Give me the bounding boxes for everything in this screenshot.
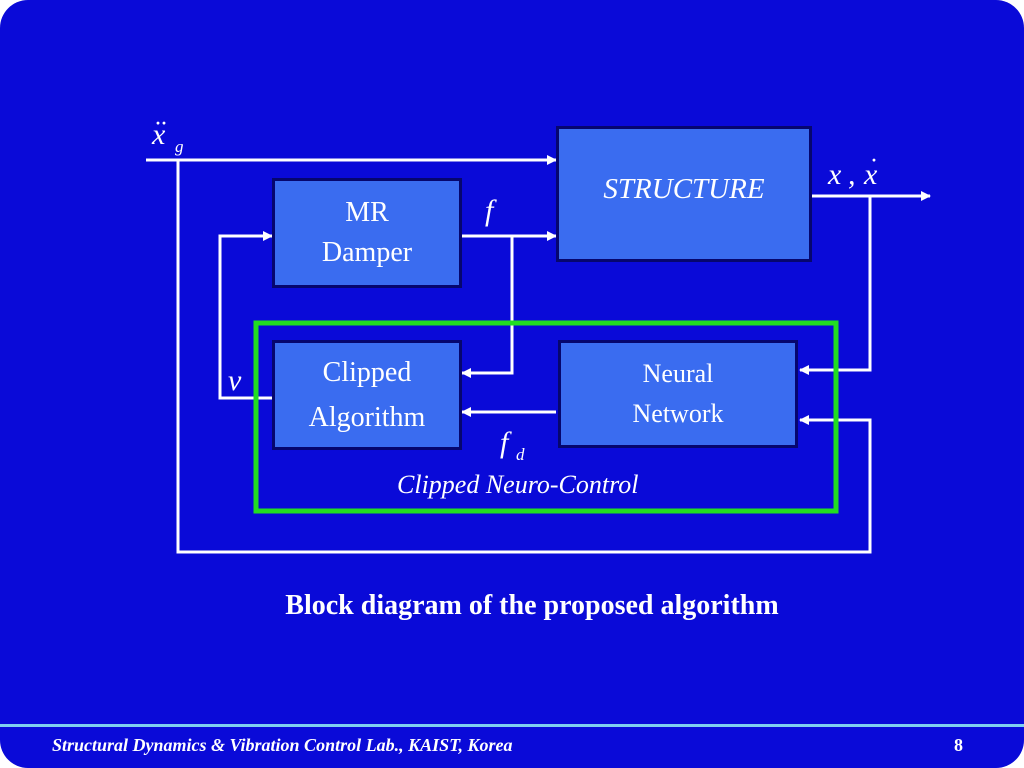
ground-accel-x: x bbox=[152, 118, 166, 151]
desired-force-subscript: d bbox=[516, 445, 525, 464]
ground-accel-double-dot: ·· bbox=[155, 113, 168, 133]
ground-excitation-feedback-line bbox=[176, 160, 872, 554]
output-dot-mark: · bbox=[871, 150, 878, 170]
ground-accel-symbol: x bbox=[152, 120, 165, 150]
voltage-label: v bbox=[228, 364, 242, 397]
footer-text: Structural Dynamics & Vibration Control … bbox=[52, 735, 513, 755]
page-number: 8 bbox=[954, 735, 963, 755]
mr-damper-label: MR Damper bbox=[321, 197, 413, 268]
desired-force-label: f bbox=[500, 426, 509, 459]
clipped-algorithm-label: Clipped Algorithm bbox=[308, 357, 426, 433]
controller-caption: Clipped Neuro-Control bbox=[397, 470, 639, 499]
output-xdot-label: x bbox=[864, 158, 878, 191]
clipped-algorithm-block: Clipped Algorithm bbox=[272, 340, 462, 450]
control-force-label: f bbox=[485, 194, 494, 227]
neural-network-block: Neural Network bbox=[558, 340, 798, 448]
structure-block: STRUCTURE bbox=[556, 126, 812, 262]
mr-damper-block: MR Damper bbox=[272, 178, 462, 288]
structure-label: STRUCTURE bbox=[603, 172, 765, 205]
response-feedback-line bbox=[799, 196, 872, 375]
ground-accel-subscript: g bbox=[175, 137, 184, 156]
voltage-arrow bbox=[218, 231, 273, 400]
neural-network-label: Neural Network bbox=[632, 359, 724, 428]
force-feedback-line bbox=[461, 236, 514, 378]
output-x-label: x bbox=[828, 158, 842, 191]
figure-caption: Block diagram of the proposed algorithm bbox=[285, 590, 779, 621]
controller-frame bbox=[253, 320, 839, 514]
output-comma-label: , bbox=[848, 158, 856, 191]
footer-divider bbox=[0, 724, 1024, 727]
